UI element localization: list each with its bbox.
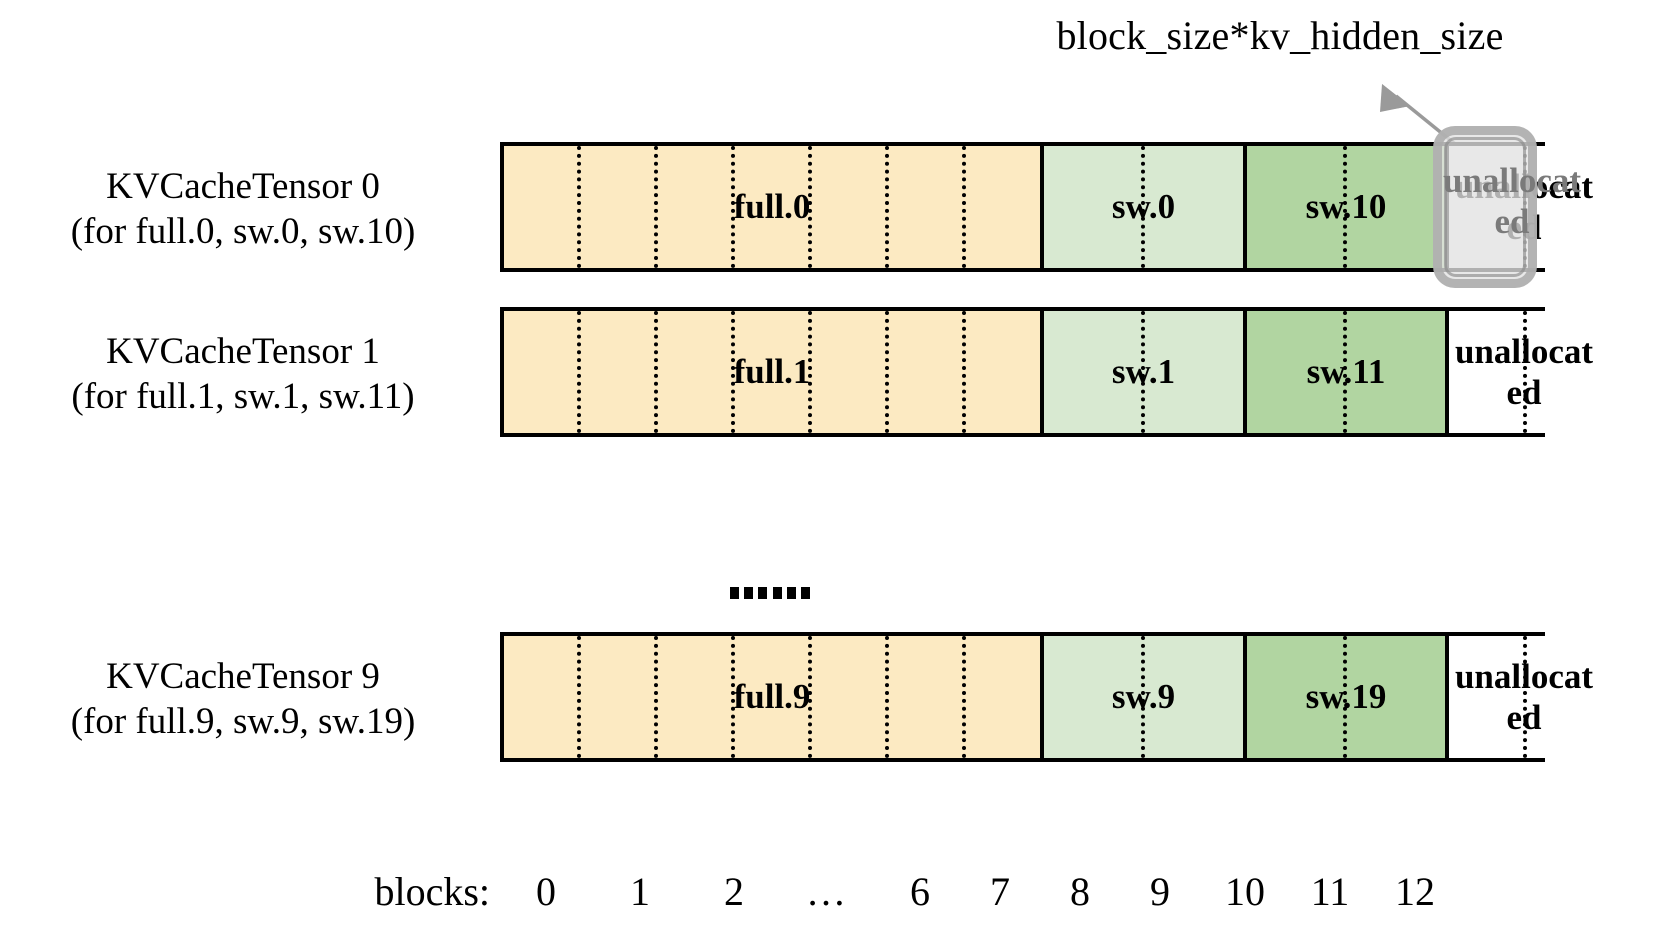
tensor-bar-9[interactable]: full.9 sw.9 sw.19 unallocated [500, 632, 1599, 762]
segment-sw-dark-1[interactable]: sw.11 [1243, 311, 1445, 433]
segment-label: full.9 [733, 677, 811, 717]
segment-label: full.1 [733, 352, 811, 392]
blocks-axis-tick: 7 [990, 869, 1010, 914]
ellipsis-dot [758, 587, 768, 599]
row-label-line2: (for full.9, sw.9, sw.19) [70, 701, 416, 743]
tensor-bar-1[interactable]: full.1 sw.1 sw.11 unallocated [500, 307, 1599, 437]
segment-unallocated-9[interactable]: unallocated [1445, 636, 1599, 758]
blocks-axis-tick: 6 [910, 869, 930, 914]
annotation-block-size-label: block_size*kv_hidden_size [1056, 13, 1504, 58]
block-divider [1141, 636, 1145, 758]
row-label-tensor-9: KVCacheTensor 9 (for full.9, sw.9, sw.19… [8, 654, 478, 744]
segment-label: full.0 [733, 187, 811, 227]
segment-sw-light-0[interactable]: sw.0 [1040, 146, 1243, 268]
block-divider [731, 146, 735, 268]
blocks-axis-tick: 12 [1395, 869, 1435, 914]
blocks-axis-tick: 0 [536, 869, 556, 914]
segment-sw-dark-9[interactable]: sw.19 [1243, 636, 1445, 758]
block-divider [654, 146, 658, 268]
blocks-axis-tick: 11 [1310, 869, 1350, 914]
block-divider [1523, 636, 1527, 758]
block-divider [654, 636, 658, 758]
block-divider [1141, 311, 1145, 433]
row-label-tensor-1: KVCacheTensor 1 (for full.1, sw.1, sw.11… [8, 329, 478, 419]
block-divider [885, 311, 889, 433]
row-label-line1: KVCacheTensor 1 [106, 331, 380, 372]
blocks-axis-tick: 9 [1150, 869, 1170, 914]
block-divider [1343, 636, 1347, 758]
block-divider [808, 636, 812, 758]
row-label-line1: KVCacheTensor 9 [106, 656, 380, 697]
ellipsis-dot [786, 587, 796, 599]
block-divider [731, 636, 735, 758]
segment-full-1[interactable]: full.1 [504, 311, 1040, 433]
block-divider [731, 311, 735, 433]
segment-sw-light-9[interactable]: sw.9 [1040, 636, 1243, 758]
block-divider [808, 146, 812, 268]
block-divider [577, 311, 581, 433]
segment-unallocated-1[interactable]: unallocated [1445, 311, 1599, 433]
blocks-axis-tick: 2 [724, 869, 744, 914]
ellipsis-dot [800, 587, 810, 599]
row-label-line2: (for full.1, sw.1, sw.11) [71, 376, 415, 418]
ellipsis-dot [730, 587, 739, 599]
block-divider [1141, 146, 1145, 268]
block-divider [962, 311, 966, 433]
block-divider [577, 146, 581, 268]
blocks-axis-tick: … [806, 869, 846, 914]
block-divider [1343, 146, 1347, 268]
block-divider [962, 636, 966, 758]
tensor-bar-0[interactable]: full.0 sw.0 sw.10 unallocated [500, 142, 1599, 272]
blocks-axis-title: blocks: [374, 869, 490, 914]
ellipsis-dots [730, 586, 810, 600]
highlight-box-block-11[interactable] [1433, 126, 1537, 288]
ellipsis-dot [744, 587, 754, 599]
block-divider [654, 311, 658, 433]
segment-sw-light-1[interactable]: sw.1 [1040, 311, 1243, 433]
block-divider [808, 311, 812, 433]
block-divider [577, 636, 581, 758]
blocks-axis-tick: 10 [1225, 869, 1265, 914]
block-divider [1523, 311, 1527, 433]
block-divider [885, 146, 889, 268]
blocks-axis-tick: 1 [630, 869, 650, 914]
blocks-axis-tick: 8 [1070, 869, 1090, 914]
block-divider [962, 146, 966, 268]
segment-full-0[interactable]: full.0 [504, 146, 1040, 268]
block-divider [1343, 311, 1347, 433]
row-label-tensor-0: KVCacheTensor 0 (for full.0, sw.0, sw.10… [8, 164, 478, 254]
block-divider [885, 636, 889, 758]
segment-full-9[interactable]: full.9 [504, 636, 1040, 758]
segment-sw-dark-0[interactable]: sw.10 [1243, 146, 1445, 268]
ellipsis-dot [772, 587, 782, 599]
row-label-line2: (for full.0, sw.0, sw.10) [70, 211, 416, 253]
row-label-line1: KVCacheTensor 0 [106, 166, 380, 207]
